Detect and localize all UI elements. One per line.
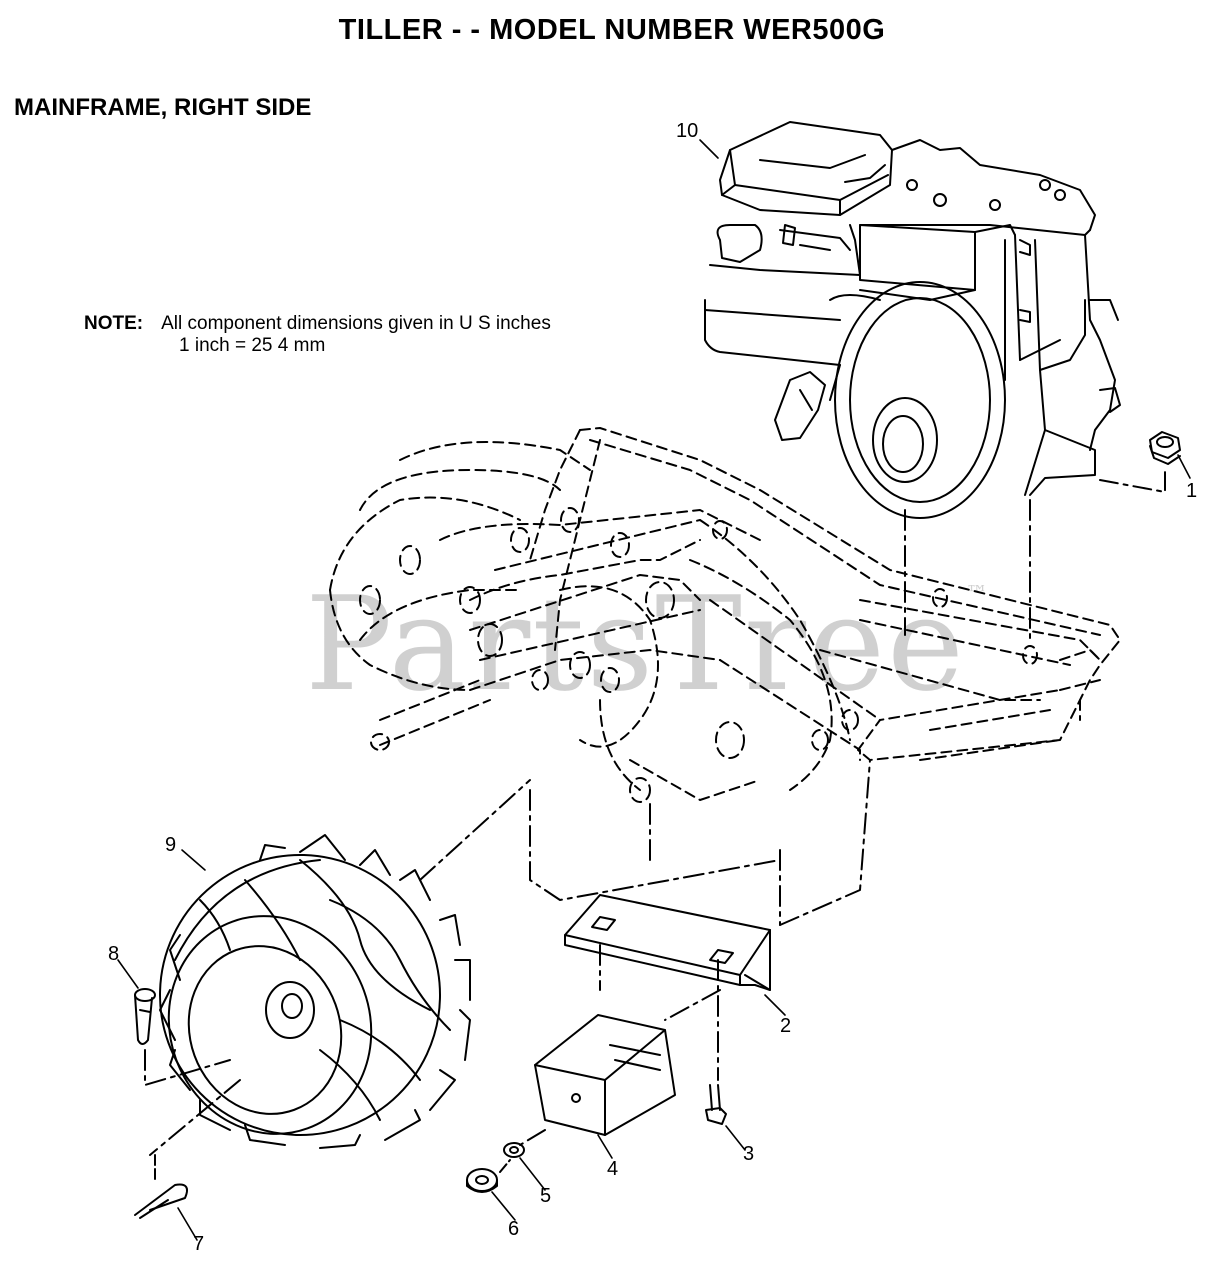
- hex-nut-drawing[interactable]: [466, 1168, 498, 1193]
- bolt-drawing[interactable]: [705, 1084, 727, 1125]
- bracket-drawing[interactable]: [564, 894, 771, 991]
- callout-7: 7: [193, 1233, 205, 1255]
- engine-drawing[interactable]: [704, 121, 1121, 519]
- note-line-1: All component dimensions given in U S in…: [161, 313, 551, 334]
- note-label: NOTE:: [84, 313, 144, 334]
- note-line-2: 1 inch = 25 4 mm: [179, 335, 326, 356]
- callout-9: 9: [165, 834, 177, 856]
- callout-10: 10: [676, 120, 699, 142]
- clevis-pin-drawing[interactable]: [134, 988, 156, 1045]
- page-title: TILLER - - MODEL NUMBER WER500G: [338, 14, 886, 46]
- callout-3: 3: [743, 1143, 755, 1165]
- wheel-weight-drawing[interactable]: [534, 1014, 676, 1136]
- parts-tree-watermark: PartsTree™: [305, 568, 990, 720]
- nut-drawing[interactable]: [1149, 431, 1181, 465]
- callout-4: 4: [607, 1158, 619, 1180]
- lock-washer-drawing[interactable]: [503, 1142, 525, 1158]
- dimension-note: NOTE: All component dimensions given in U…: [84, 313, 551, 357]
- callout-1: 1: [1186, 480, 1198, 502]
- callout-8: 8: [108, 943, 120, 965]
- diagram-subtitle: MAINFRAME, RIGHT SIDE: [14, 94, 312, 121]
- callout-6: 6: [508, 1218, 520, 1240]
- callout-2: 2: [780, 1015, 792, 1037]
- mainframe-hidden-lines[interactable]: [329, 427, 1121, 803]
- tire-wheel-drawing[interactable]: [121, 816, 480, 1175]
- callout-leaders: [117, 139, 1191, 1241]
- callout-5: 5: [540, 1185, 552, 1207]
- hairpin-clip-drawing[interactable]: [134, 1183, 188, 1219]
